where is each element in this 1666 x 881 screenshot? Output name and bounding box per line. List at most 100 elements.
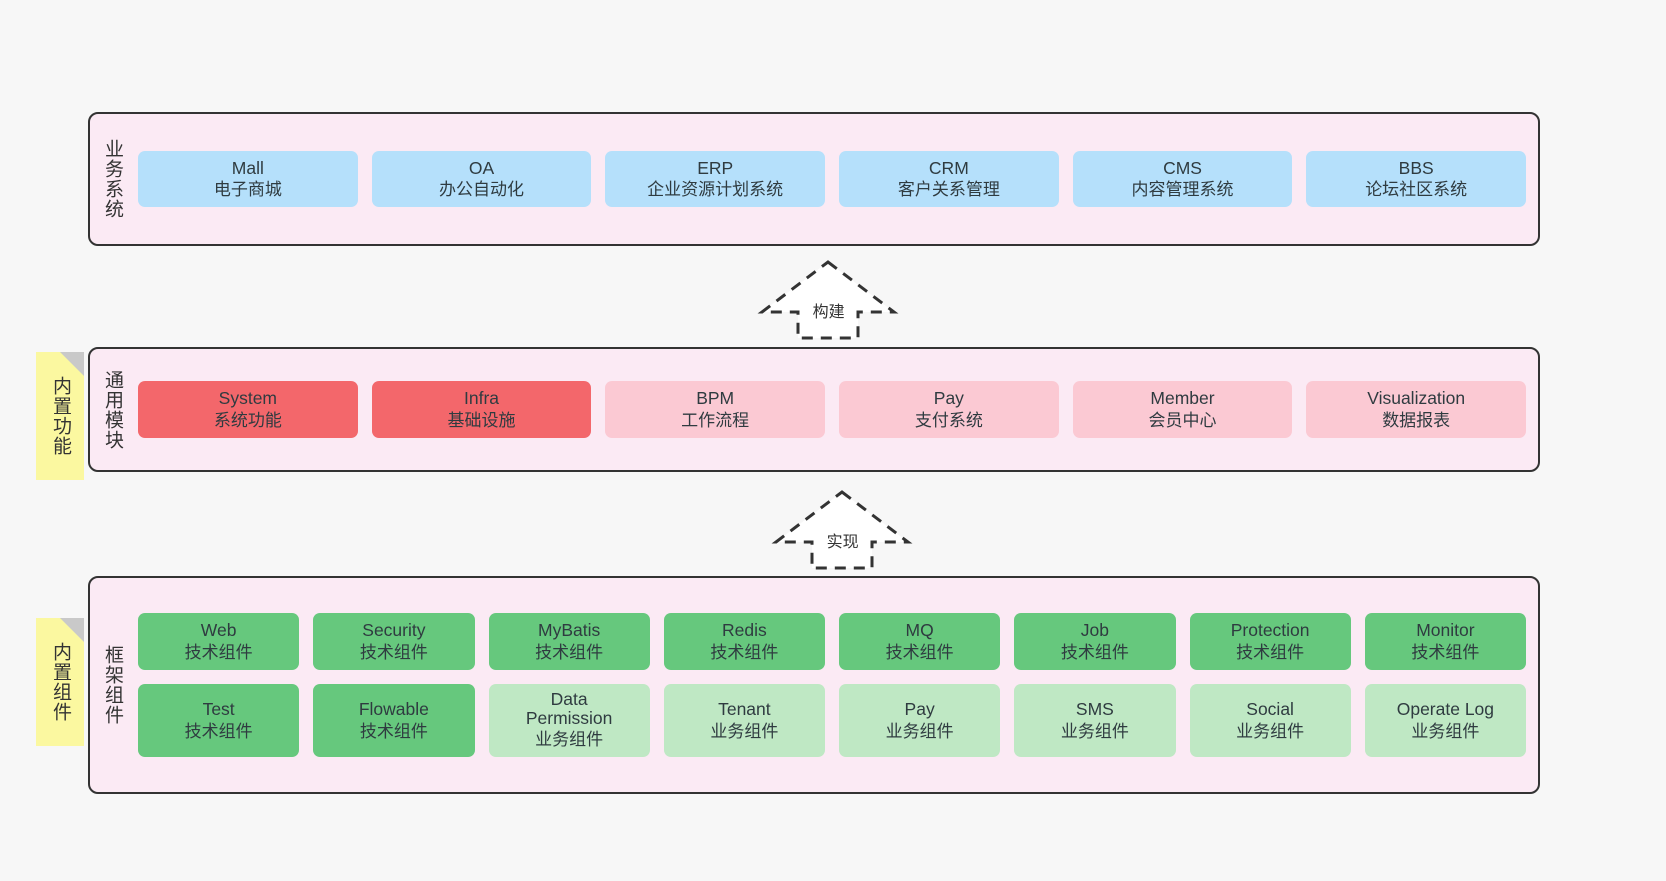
node-title: Member — [1150, 388, 1215, 409]
layer-common-modules: 通用模块 System 系统功能 Infra 基础设施 BPM 工作流程 Pay… — [88, 347, 1540, 472]
node-subtitle: 业务组件 — [885, 721, 954, 741]
node-security[interactable]: Security 技术组件 — [313, 612, 475, 670]
node-pay-component[interactable]: Pay 业务组件 — [839, 683, 1001, 758]
node-visualization[interactable]: Visualization 数据报表 — [1306, 381, 1527, 438]
node-subtitle: 技术组件 — [710, 642, 779, 662]
connector-implement: 实现 — [771, 488, 913, 570]
sticky-note-label: 内置组件 — [50, 642, 72, 722]
node-subtitle: 内容管理系统 — [1131, 180, 1234, 200]
node-title: Test — [202, 699, 235, 719]
node-flowable[interactable]: Flowable 技术组件 — [313, 683, 475, 758]
node-job[interactable]: Job 技术组件 — [1014, 612, 1176, 670]
node-subtitle: 工作流程 — [681, 410, 750, 430]
node-title: Data Permission — [525, 688, 613, 729]
connector-implement-label: 实现 — [826, 534, 859, 551]
layer-framework-components: 框架组件 Web 技术组件 Security 技术组件 MyBatis 技术组件… — [88, 576, 1540, 794]
connector-build-label: 构建 — [812, 304, 845, 321]
node-subtitle: 技术组件 — [535, 642, 604, 662]
node-mq[interactable]: MQ 技术组件 — [839, 612, 1001, 670]
node-subtitle: 电子商城 — [213, 180, 282, 200]
node-mall[interactable]: Mall 电子商城 — [138, 150, 358, 208]
node-title: OA — [468, 157, 495, 178]
node-tenant[interactable]: Tenant 业务组件 — [663, 683, 825, 758]
node-subtitle: 论坛社区系统 — [1365, 180, 1468, 200]
node-erp[interactable]: ERP 企业资源计划系统 — [605, 150, 826, 208]
page-fold-corner — [60, 618, 84, 642]
node-title: SMS — [1075, 699, 1114, 719]
node-title: ERP — [697, 157, 734, 178]
node-subtitle: 技术组件 — [1411, 642, 1480, 662]
node-subtitle: 技术组件 — [184, 721, 253, 741]
node-subtitle: 数据报表 — [1382, 410, 1451, 430]
node-title: CRM — [928, 157, 969, 178]
node-title: Operate Log — [1396, 699, 1495, 719]
node-test[interactable]: Test 技术组件 — [138, 683, 300, 758]
node-title: Security — [362, 619, 426, 640]
node-title: Redis — [722, 619, 767, 640]
node-title: Monitor — [1416, 619, 1475, 640]
node-title: Infra — [463, 388, 500, 409]
node-system[interactable]: System 系统功能 — [138, 381, 358, 438]
node-subtitle: 技术组件 — [359, 642, 428, 662]
node-operate-log[interactable]: Operate Log 业务组件 — [1364, 683, 1526, 758]
layer-title-common-modules: 通用模块 — [102, 369, 124, 450]
node-bbs[interactable]: BBS 论坛社区系统 — [1306, 150, 1527, 208]
node-title: MQ — [905, 619, 934, 640]
node-title: Social — [1246, 699, 1294, 719]
node-title: Web — [200, 619, 237, 640]
layer-business-systems: 业务系统 Mall 电子商城 OA 办公自动化 ERP 企业资源计划系统 CRM… — [88, 112, 1540, 246]
node-redis[interactable]: Redis 技术组件 — [663, 612, 825, 670]
node-subtitle: 基础设施 — [447, 410, 516, 430]
node-web[interactable]: Web 技术组件 — [138, 612, 300, 670]
node-sms[interactable]: SMS 业务组件 — [1014, 683, 1176, 758]
business-systems-row: Mall 电子商城 OA 办公自动化 ERP 企业资源计划系统 CRM 客户关系… — [138, 150, 1527, 208]
node-social[interactable]: Social 业务组件 — [1189, 683, 1351, 758]
node-subtitle: 技术组件 — [1060, 642, 1129, 662]
node-subtitle: 业务组件 — [535, 729, 604, 749]
framework-components-row-1: Web 技术组件 Security 技术组件 MyBatis 技术组件 Redi… — [138, 612, 1526, 670]
framework-components-row-2: Test 技术组件 Flowable 技术组件 Data Permission … — [138, 683, 1526, 758]
node-subtitle: 技术组件 — [359, 721, 428, 741]
layer-body-framework-components: Web 技术组件 Security 技术组件 MyBatis 技术组件 Redi… — [134, 578, 1538, 792]
node-subtitle: 业务组件 — [1236, 721, 1305, 741]
node-title: Flowable — [358, 699, 429, 719]
node-crm[interactable]: CRM 客户关系管理 — [839, 150, 1059, 208]
node-title: Protection — [1230, 619, 1310, 640]
node-bpm[interactable]: BPM 工作流程 — [605, 381, 826, 438]
node-subtitle: 支付系统 — [914, 410, 983, 430]
layer-body-business-systems: Mall 电子商城 OA 办公自动化 ERP 企业资源计划系统 CRM 客户关系… — [134, 114, 1538, 244]
node-title: Visualization — [1367, 388, 1466, 409]
node-title: Pay — [933, 388, 964, 409]
sticky-note-builtin-components: 内置组件 — [36, 618, 84, 746]
node-subtitle: 业务组件 — [1060, 721, 1129, 741]
node-data-permission[interactable]: Data Permission 业务组件 — [488, 683, 650, 758]
node-monitor[interactable]: Monitor 技术组件 — [1364, 612, 1526, 670]
node-title: Mall — [231, 157, 264, 178]
node-subtitle: 业务组件 — [710, 721, 779, 741]
node-protection[interactable]: Protection 技术组件 — [1189, 612, 1351, 670]
node-subtitle: 客户关系管理 — [897, 180, 1000, 200]
layer-title-framework-components: 框架组件 — [102, 645, 124, 725]
layer-body-common-modules: System 系统功能 Infra 基础设施 BPM 工作流程 Pay 支付系统… — [134, 349, 1538, 470]
node-subtitle: 系统功能 — [213, 410, 282, 430]
node-subtitle: 技术组件 — [1236, 642, 1305, 662]
node-pay-module[interactable]: Pay 支付系统 — [839, 381, 1059, 438]
page-fold-corner — [60, 352, 84, 376]
node-cms[interactable]: CMS 内容管理系统 — [1072, 150, 1293, 208]
node-subtitle: 业务组件 — [1411, 721, 1480, 741]
node-subtitle: 技术组件 — [885, 642, 954, 662]
node-subtitle: 办公自动化 — [439, 180, 524, 200]
node-title: BBS — [1398, 157, 1434, 178]
node-title: MyBatis — [538, 619, 601, 640]
connector-build: 构建 — [757, 258, 899, 340]
layer-title-business-systems: 业务系统 — [102, 139, 124, 219]
node-oa[interactable]: OA 办公自动化 — [371, 150, 592, 208]
sticky-note-label: 内置功能 — [50, 376, 72, 456]
node-subtitle: 会员中心 — [1148, 410, 1217, 430]
node-member[interactable]: Member 会员中心 — [1072, 381, 1293, 438]
node-title: Job — [1080, 619, 1109, 640]
node-mybatis[interactable]: MyBatis 技术组件 — [488, 612, 650, 670]
sticky-note-builtin-functions: 内置功能 — [36, 352, 84, 480]
node-infra[interactable]: Infra 基础设施 — [371, 381, 592, 438]
